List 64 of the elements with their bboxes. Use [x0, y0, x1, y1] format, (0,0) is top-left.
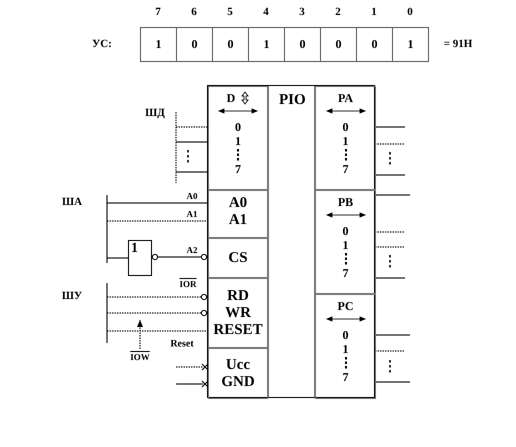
pin-section — [208, 278, 268, 348]
pin-name: RD — [227, 288, 249, 304]
register-cell: 0 — [212, 27, 249, 62]
pin-name: GND — [221, 374, 255, 390]
chip-outline — [207, 85, 375, 398]
port-section — [315, 86, 376, 190]
pin-name: Ucc — [226, 356, 250, 374]
port-name: PC — [338, 299, 354, 313]
signal-name: A2 — [186, 245, 198, 255]
bit-number: 0 — [342, 120, 348, 134]
connector-line — [152, 254, 208, 260]
bit-number: 3 — [299, 6, 305, 18]
logic-gate — [128, 240, 152, 276]
signal-name: IOR — [180, 279, 196, 289]
port-name: PB — [338, 195, 354, 209]
bus-name: ШД — [145, 107, 165, 119]
chip-name: PIO — [279, 92, 306, 109]
bit-number: 0 — [342, 328, 348, 342]
register-cell: 0 — [284, 27, 321, 62]
port-section — [315, 294, 376, 399]
gate-symbol: 1 — [131, 241, 138, 257]
bit-number: 1 — [342, 342, 348, 356]
register-label: УС: — [92, 38, 112, 50]
pin-section — [208, 190, 268, 238]
signal-name: Reset — [170, 338, 194, 350]
bit-number: 7 — [342, 370, 348, 384]
signal-name: A0 — [186, 191, 198, 201]
signal-name: A1 — [186, 209, 198, 219]
register-cell: 1 — [392, 27, 429, 62]
bus-name: ШУ — [62, 290, 82, 302]
bit-number: 1 — [235, 134, 241, 148]
pin-name: A0 — [228, 195, 248, 212]
pin-name: WR — [225, 304, 251, 322]
pin-name: RESET — [213, 322, 263, 338]
port-section — [208, 86, 268, 190]
port-name: PA — [338, 91, 354, 105]
register-cell: 0 — [356, 27, 393, 62]
register-cell: 1 — [140, 27, 177, 62]
bit-number: 0 — [342, 224, 348, 238]
bit-number: 4 — [263, 6, 269, 18]
bus-name: ША — [62, 196, 82, 208]
bit-number: 6 — [191, 6, 197, 18]
bit-number: 2 — [335, 6, 341, 18]
bit-number: 0 — [407, 6, 413, 18]
pin-section — [208, 238, 268, 278]
value-label: = 91H — [444, 38, 472, 50]
port-name: D — [226, 91, 236, 105]
port-section — [315, 190, 376, 294]
bit-number: 1 — [342, 134, 348, 148]
bit-number: 7 — [342, 162, 348, 176]
bit-number: 1 — [371, 6, 377, 18]
bit-number: 1 — [342, 238, 348, 252]
pin-name: CS — [228, 250, 248, 266]
bit-number: 7 — [155, 6, 161, 18]
bit-number: 7 — [235, 162, 241, 176]
signal-name: IOW — [130, 352, 150, 362]
register-cell: 0 — [320, 27, 357, 62]
pin-name: A1 — [228, 212, 248, 229]
bit-number: 0 — [235, 120, 241, 134]
pin-section — [208, 348, 268, 399]
register-cell: 1 — [248, 27, 285, 62]
bit-number: 7 — [342, 266, 348, 280]
register-cell: 0 — [176, 27, 213, 62]
bit-number: 5 — [227, 6, 233, 18]
